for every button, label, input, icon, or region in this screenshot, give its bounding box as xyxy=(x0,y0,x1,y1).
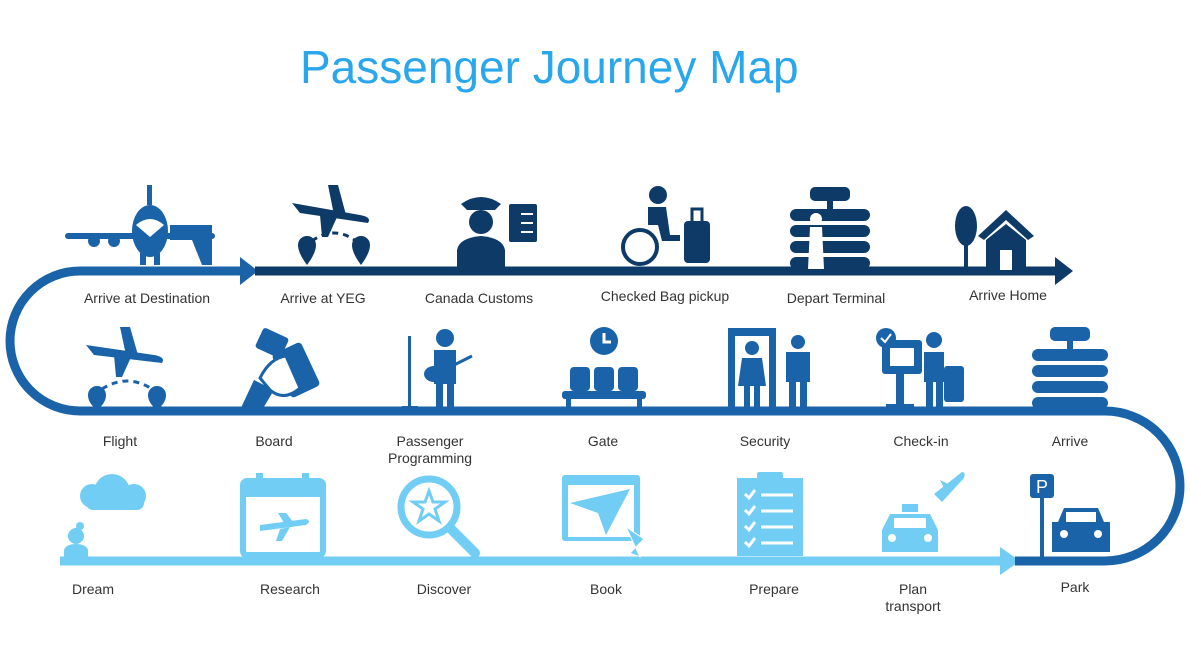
arrow-head-light xyxy=(1000,547,1020,575)
flight-route-icon xyxy=(86,327,166,410)
arrow-head-navy xyxy=(1055,257,1073,285)
stage-label-gate: Gate xyxy=(587,433,619,449)
musician-icon xyxy=(402,329,473,410)
taxi-icon xyxy=(882,472,965,552)
boarding-pass-icon xyxy=(240,328,320,410)
magnifier-star-icon xyxy=(397,475,480,558)
stage-label-arrive-at-destination: Arrive at Destination xyxy=(83,290,211,306)
stage-label-canada-customs: Canada Customs xyxy=(424,290,534,306)
dream-icon xyxy=(64,474,146,560)
checklist-icon xyxy=(737,472,803,556)
stage-label-security: Security xyxy=(739,433,791,449)
stage-label-flight: Flight xyxy=(102,433,138,449)
stage-label-board: Board xyxy=(255,433,293,449)
page-title: Passenger Journey Map xyxy=(300,41,799,93)
browser-paper-plane-icon xyxy=(562,475,645,558)
stage-label-dream: Dream xyxy=(71,581,114,597)
arrow-head-mid xyxy=(240,257,258,285)
stage-label-park: Park xyxy=(1060,579,1090,595)
stage-label-arrive-home: Arrive Home xyxy=(969,287,1047,303)
house-icon xyxy=(955,206,1034,270)
stage-label-prepare: Prepare xyxy=(749,581,799,597)
security-scanner-icon xyxy=(728,328,810,410)
gate-seating-icon xyxy=(562,327,646,409)
stage-label-passenger-programming: Passenger Programming xyxy=(387,433,473,466)
stage-label-research: Research xyxy=(260,581,320,597)
stage-label-plan-transport: Plan transport xyxy=(885,581,941,614)
stage-label-depart-terminal: Depart Terminal xyxy=(786,290,886,306)
customs-officer-icon xyxy=(457,197,537,270)
parking-car-icon: P xyxy=(1030,474,1110,560)
stage-label-check-in: Check-in xyxy=(893,433,949,449)
flight-route-icon xyxy=(292,185,370,265)
terminal-building-icon xyxy=(790,187,870,269)
wheelchair-luggage-icon xyxy=(621,186,710,266)
stage-label-arrive-at-yeg: Arrive at YEG xyxy=(280,290,366,306)
stage-label-arrive: Arrive xyxy=(1051,433,1089,449)
calendar-flight-icon xyxy=(240,473,326,558)
terminal-building-icon xyxy=(1032,327,1108,409)
stage-label-discover: Discover xyxy=(416,581,472,597)
stage-label-checked-bag-pickup: Checked Bag pickup xyxy=(600,288,730,304)
check-in-kiosk-icon xyxy=(876,328,964,410)
path-right-curve xyxy=(5,266,1185,566)
stage-label-book: Book xyxy=(590,581,622,597)
airplane-at-gate-icon xyxy=(65,185,215,265)
svg-text:P: P xyxy=(1036,477,1048,497)
